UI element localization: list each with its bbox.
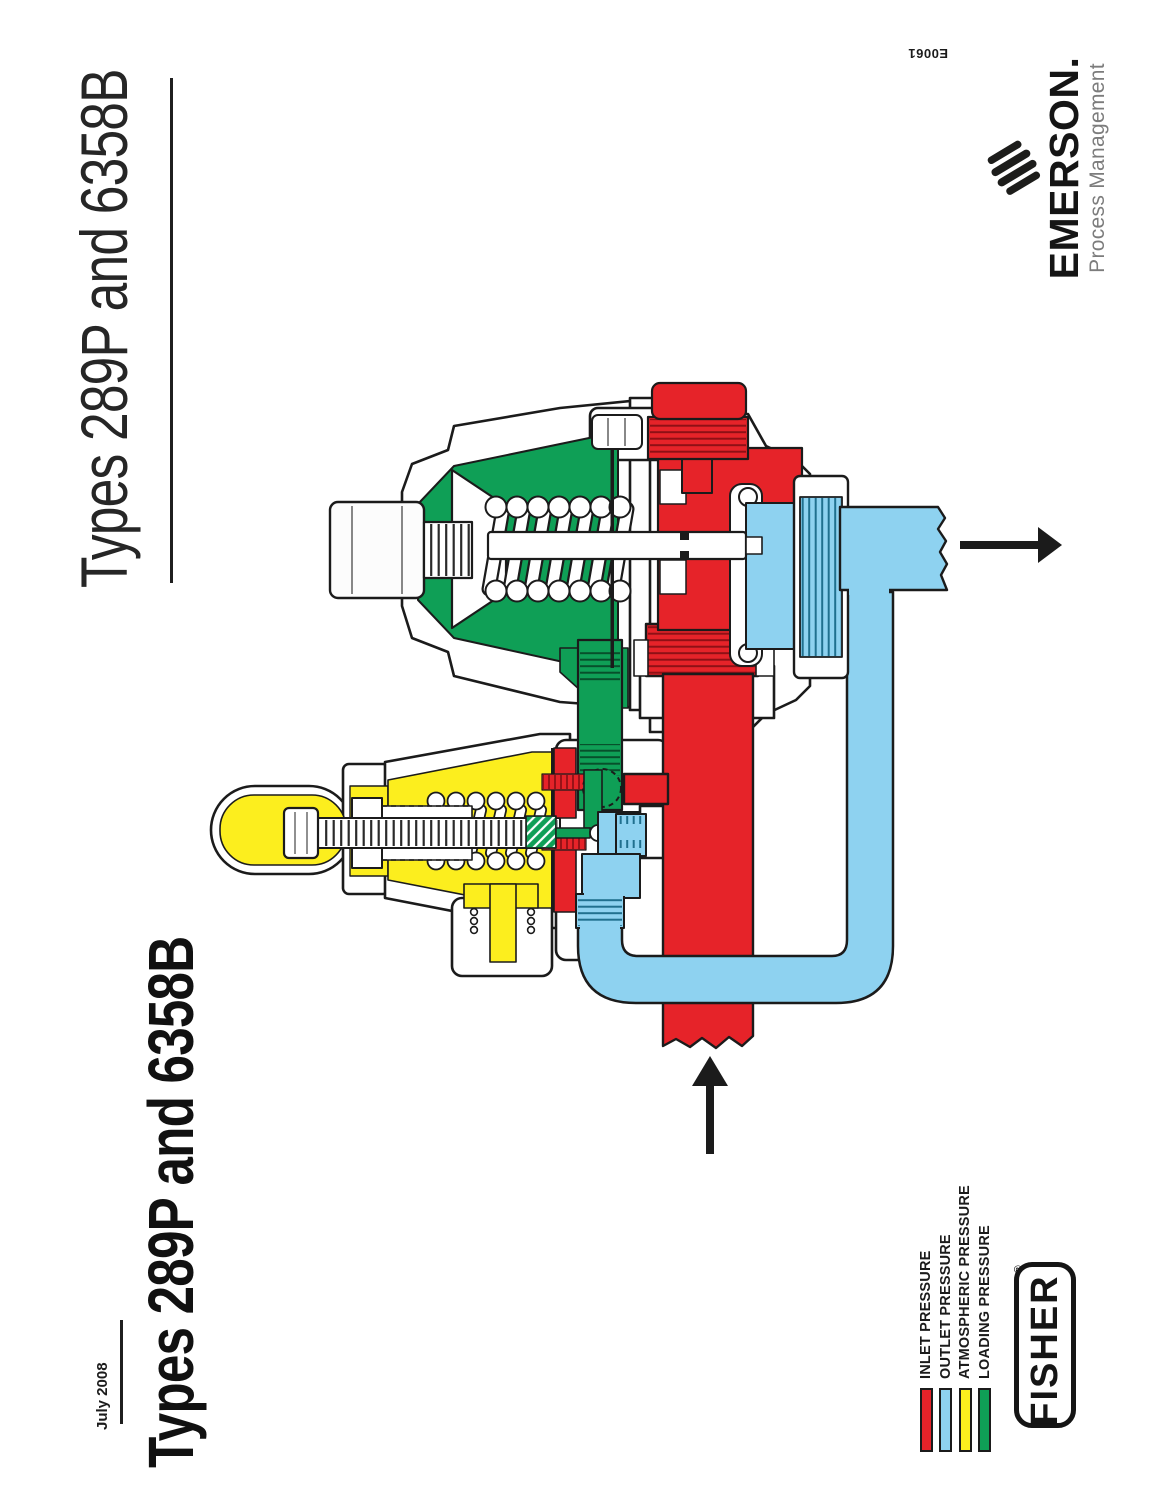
legend-row-inlet: INLET PRESSURE — [918, 1185, 934, 1452]
outlet-union — [792, 474, 850, 680]
control-line-loop — [576, 590, 895, 1005]
outlet-flow-arrow — [960, 527, 1062, 563]
doc-date: July 2008 — [94, 1362, 111, 1430]
inlet-swatch — [919, 1388, 933, 1452]
legend-row-atmospheric: ATMOSPHERIC PRESSURE — [957, 1185, 973, 1452]
emerson-logo: EMERSON. Process Management — [985, 57, 1159, 412]
emerson-diamond-icon — [987, 140, 1041, 195]
fisher-wordmark: FISHER® — [1013, 1263, 1066, 1426]
doc-title: Types 289P and 6358B — [135, 936, 207, 1468]
loading-swatch — [978, 1388, 991, 1452]
vent — [463, 883, 539, 963]
product-title-rule — [170, 78, 173, 583]
legend-row-outlet: OUTLET PRESSURE — [937, 1185, 954, 1452]
atmospheric-label: ATMOSPHERIC PRESSURE — [957, 1185, 973, 1379]
loading-label: LOADING PRESSURE — [976, 1225, 993, 1379]
inlet-flow-arrow — [692, 1056, 728, 1154]
emerson-tagline: Process Management — [1086, 63, 1110, 273]
inlet-pipe — [622, 622, 775, 1050]
atmospheric-swatch — [958, 1388, 972, 1452]
flow-arrows — [692, 527, 1062, 1154]
fisher-logo: FISHER® — [1013, 1262, 1159, 1490]
registered-mark: ® — [1013, 1263, 1025, 1274]
outlet-swatch — [939, 1388, 952, 1452]
pilot-outlet-elbow — [575, 811, 647, 932]
body-plug — [646, 381, 750, 494]
main-adjusting-screw — [328, 500, 474, 600]
emerson-wordmark: EMERSON. — [1041, 56, 1087, 280]
inlet-label: INLET PRESSURE — [918, 1250, 934, 1380]
date-rule — [120, 1320, 123, 1424]
pilot-valve — [219, 747, 647, 963]
main-valve — [328, 381, 949, 812]
pilot-adjusting-screw — [282, 797, 561, 869]
product-title: Types 289P and 6358B — [67, 69, 141, 588]
outlet-label: OUTLET PRESSURE — [937, 1234, 954, 1379]
outlet-pipe — [838, 505, 949, 592]
figure-number: E0061 — [907, 46, 949, 61]
legend-row-loading: LOADING PRESSURE — [976, 1185, 993, 1452]
